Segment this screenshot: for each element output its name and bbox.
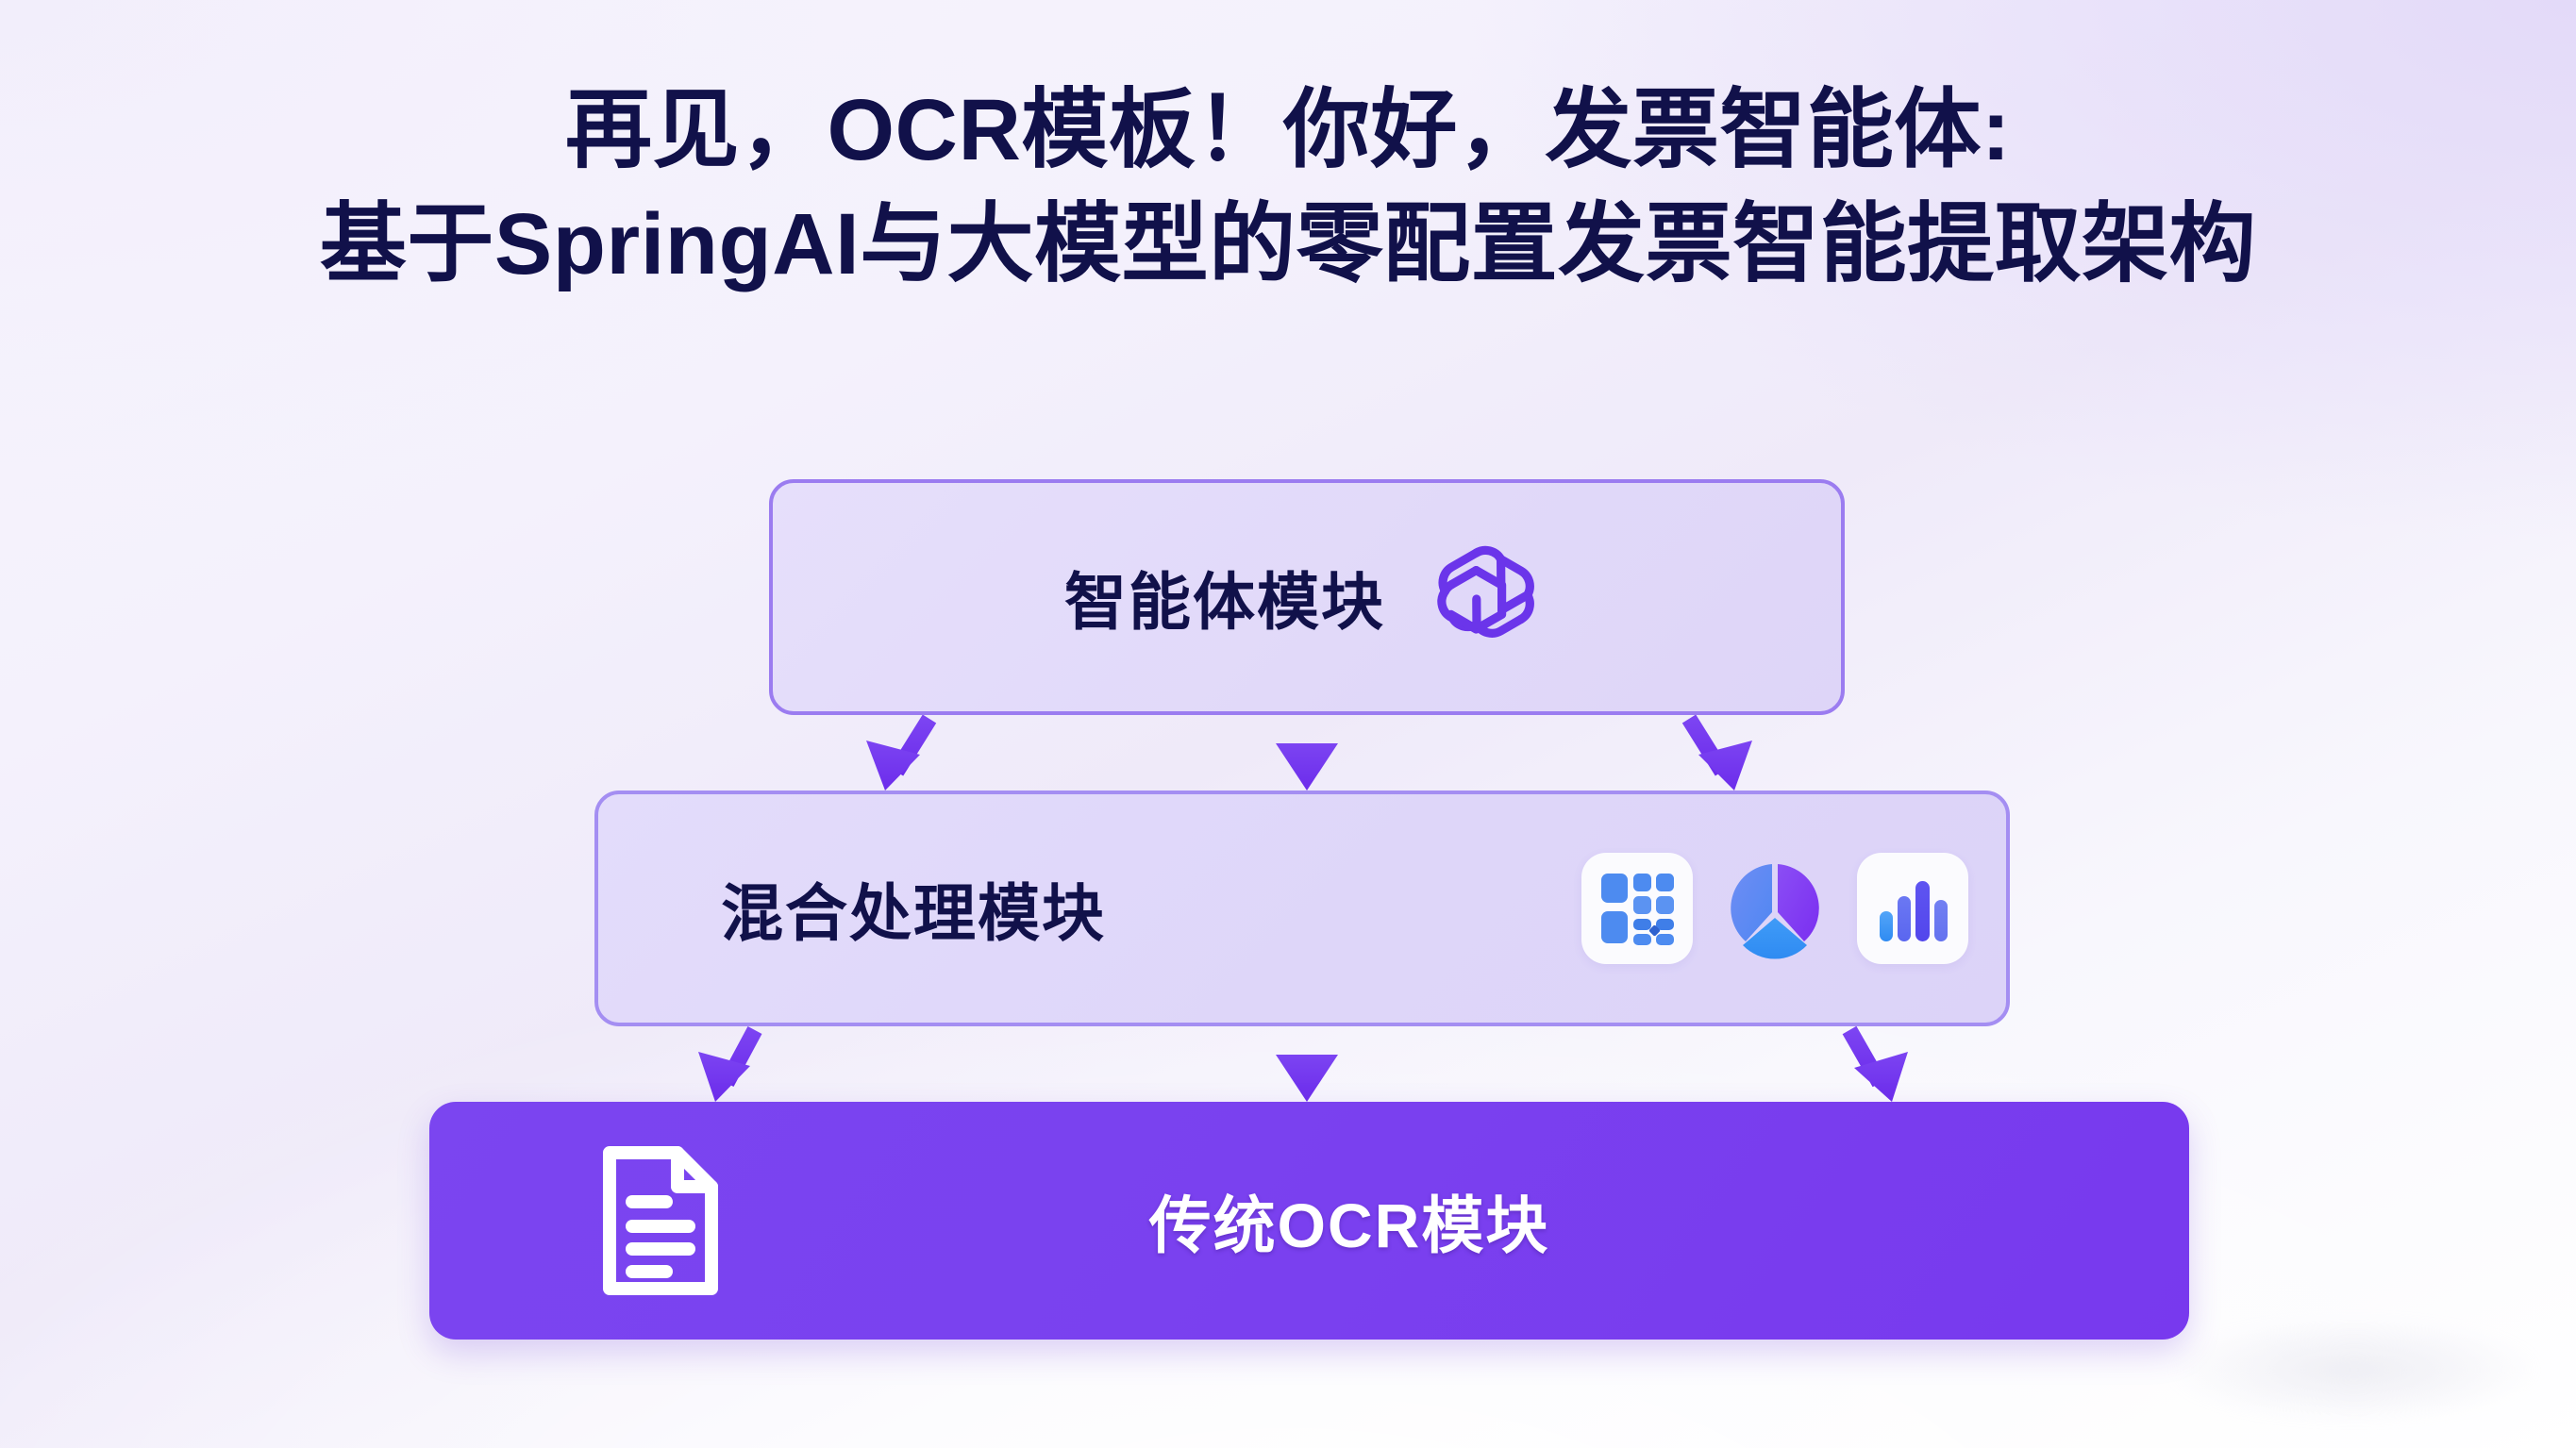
arrow-hybrid-to-ocr-right: [1842, 1025, 1908, 1102]
node-hybrid-module-label: 混合处理模块: [721, 878, 1106, 948]
node-ocr-module[interactable]: 传统OCR模块: [429, 1102, 2189, 1340]
openai-logo-icon: [1437, 545, 1534, 638]
background-watermark: [2170, 1318, 2538, 1422]
grid-layout-glyph: [1601, 874, 1674, 945]
node-agent-module[interactable]: 智能体模块: [769, 479, 1845, 715]
arrow-agent-to-hybrid-right: [1681, 714, 1752, 791]
document-lines-icon: [603, 1146, 718, 1295]
title-line-primary: 再见，OCR模板！你好，发票智能体:: [564, 82, 2012, 178]
title-line-secondary: 基于SpringAI与大模型的零配置发票智能提取架构: [319, 196, 2257, 293]
architecture-diagram: 智能体模块: [0, 472, 2576, 1354]
page-title: 再见，OCR模板！你好，发票智能体: 基于SpringAI与大模型的零配置发票智…: [0, 74, 2576, 303]
node-agent-module-label: 智能体模块: [1064, 567, 1385, 637]
grid-layout-icon[interactable]: [1581, 853, 1693, 964]
bar-chart-glyph: [1880, 881, 1948, 941]
hybrid-icon-group: [1581, 853, 1968, 964]
pie-chart-glyph: [1731, 864, 1819, 959]
arrow-hybrid-to-ocr-left: [698, 1025, 762, 1102]
arrow-agent-to-hybrid-left: [866, 714, 937, 791]
bar-chart-icon[interactable]: [1857, 853, 1968, 964]
node-hybrid-module[interactable]: 混合处理模块: [594, 791, 2010, 1026]
arrow-hybrid-to-ocr-center: [1276, 1030, 1338, 1102]
node-ocr-module-label: 传统OCR模块: [1148, 1190, 1550, 1260]
arrow-agent-to-hybrid-center: [1276, 719, 1338, 791]
pie-chart-icon[interactable]: [1719, 853, 1831, 964]
